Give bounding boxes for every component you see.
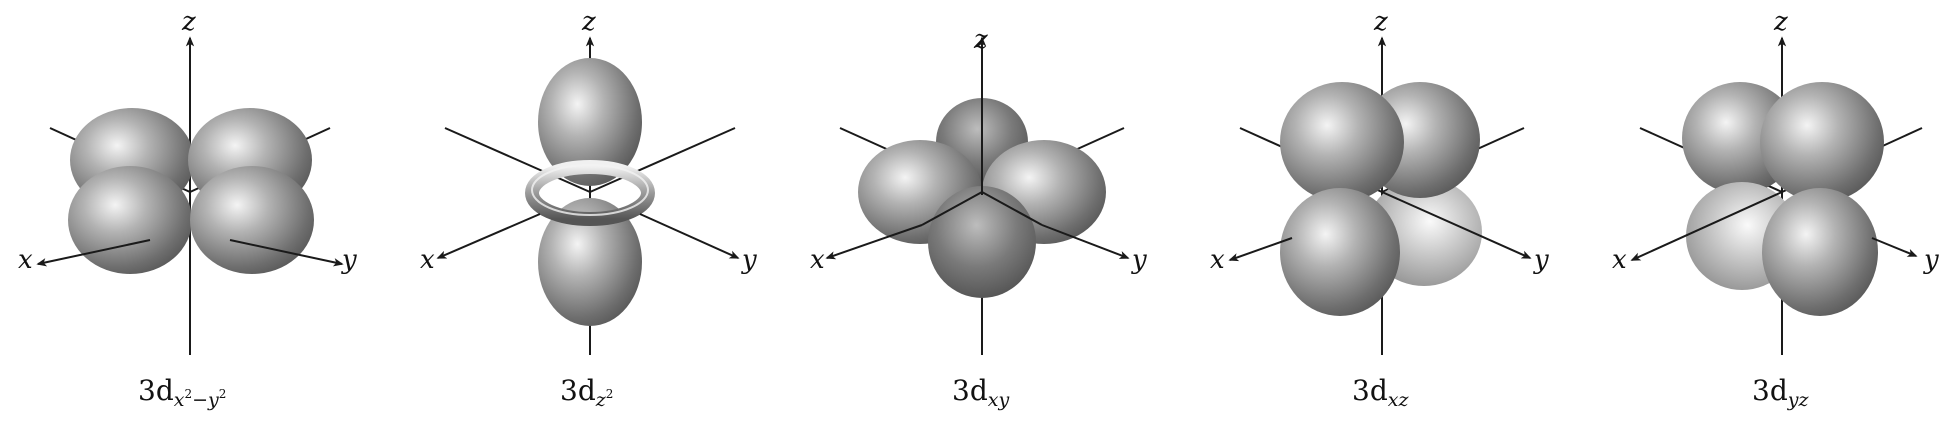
caption-dx2-y2: 3dx2−y2 [138,374,226,411]
lobe-front-right [190,166,314,274]
lobe-upper [538,58,642,186]
torus-ring-highlight [531,164,649,216]
y-axis-label: y [341,245,357,275]
caption-dyz: 3dyz [1752,374,1809,411]
y-axis [1041,224,1130,259]
caption-dz2: 3dz2 [560,374,613,411]
y-axis [229,239,344,267]
lobe-front [928,186,1036,298]
caption-dxz: 3dxz [1352,374,1409,411]
z-axis-label: z [181,7,196,37]
lobe-front-lower [1280,188,1400,316]
lobe-front-lower [1762,188,1878,316]
y-axis-label: y [741,245,757,275]
z-axis-label: z [581,7,596,37]
x-axis-label: x [810,245,825,275]
lobe-front-upper [1760,82,1884,202]
z-axis-label: z [1773,7,1788,37]
panel-dxy: z x y 3dxy [810,25,1147,411]
x-axis [825,224,923,260]
x-axis-mid [921,191,983,226]
z-axis-label: z [1373,7,1388,37]
x-axis [36,239,151,267]
x-axis [436,213,541,259]
lobe-lower [538,198,642,326]
z-axis-label: z [973,25,988,55]
panel-dyz: z x y 3dyz [1612,7,1939,411]
x-axis-label: x [1210,245,1225,275]
lobe-front-left [68,166,192,274]
y-axis-back [589,127,736,193]
x-axis-label: x [420,245,435,275]
x-axis-label: x [18,245,33,275]
caption-dxy: 3dxy [952,374,1009,411]
y-axis [1871,237,1918,257]
y-axis-mid [981,191,1043,226]
y-axis [639,213,740,259]
y-axis [1381,191,1532,259]
y-axis-label: y [1923,245,1939,275]
x-axis-back [444,127,591,193]
x-axis-label: x [1612,245,1627,275]
panel-dxz: z x y 3dxz [1210,7,1549,411]
panel-dx2-y2: z x y 3dx2−y2 [18,7,357,411]
y-axis-label: y [1131,245,1147,275]
x-axis [1630,191,1783,261]
panel-dz2: z x y 3dz2 [420,7,757,411]
lobe-front-upper [1280,82,1404,202]
x-axis [1228,237,1293,262]
y-axis-label: y [1533,245,1549,275]
